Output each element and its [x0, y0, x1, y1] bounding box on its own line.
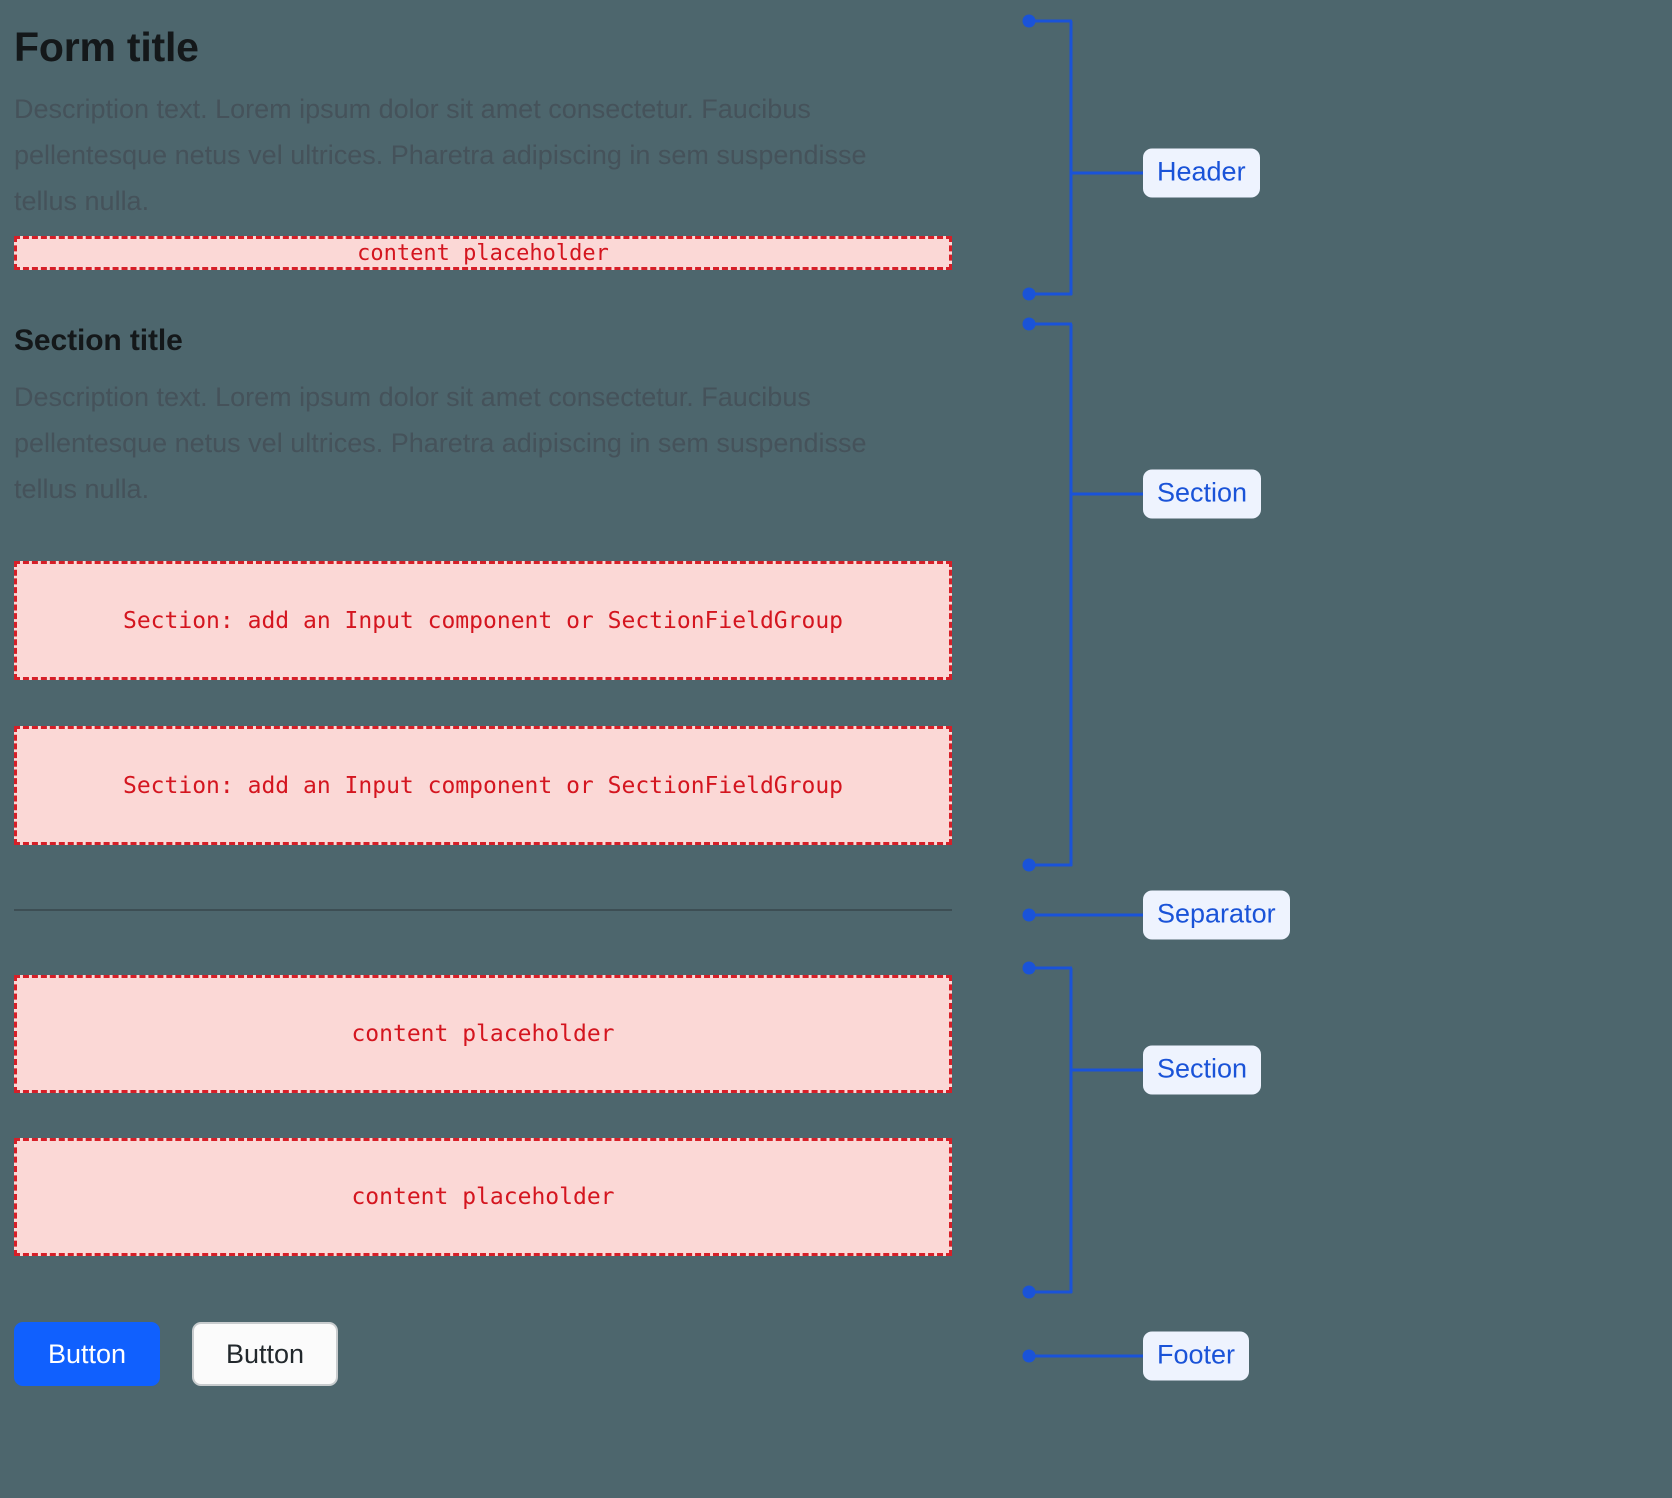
section-one-description: Description text. Lorem ipsum dolor sit …: [14, 382, 867, 504]
section-two-content-placeholder-1: content placeholder: [14, 975, 952, 1093]
form-header: Form title Description text. Lorem ipsum…: [14, 0, 952, 270]
annotation-chip-section-two: Section: [1143, 1045, 1262, 1095]
annotation-line-header-bottom: [1029, 292, 1072, 296]
section-one-field-placeholder-1: Section: add an Input component or Secti…: [14, 561, 952, 680]
form-description: Description text. Lorem ipsum dolor sit …: [14, 94, 867, 216]
annotation-leader-section-two: [1071, 1068, 1143, 1072]
annotation-bracket-section-two: [1069, 968, 1073, 1293]
annotation-leader-section-one: [1071, 492, 1143, 496]
annotation-line-section-two-bottom: [1029, 1290, 1072, 1294]
form-title: Form title: [14, 24, 199, 70]
annotation-bracket-header: [1069, 21, 1073, 295]
secondary-button[interactable]: Button: [192, 1322, 338, 1386]
form-section-two: content placeholder content placeholder: [14, 975, 952, 1256]
annotation-leader-separator: [1029, 913, 1143, 917]
annotation-line-section-one-top: [1029, 322, 1072, 326]
primary-button[interactable]: Button: [14, 1322, 160, 1386]
annotation-line-section-two-top: [1029, 966, 1072, 970]
form-separator: [14, 909, 952, 911]
annotation-line-header-top: [1029, 19, 1072, 23]
annotation-chip-header: Header: [1143, 148, 1260, 198]
annotation-leader-footer: [1029, 1354, 1143, 1358]
section-one-title: Section title: [14, 324, 183, 357]
annotation-chip-footer: Footer: [1143, 1331, 1250, 1381]
form-section-one: Section title Description text. Lorem ip…: [14, 322, 952, 845]
annotation-leader-header: [1071, 171, 1143, 175]
header-content-placeholder: content placeholder: [14, 236, 952, 270]
section-one-field-placeholder-2: Section: add an Input component or Secti…: [14, 726, 952, 845]
annotation-bracket-section-one: [1069, 324, 1073, 866]
form-container: Form title Description text. Lorem ipsum…: [14, 0, 952, 1386]
section-two-content-placeholder-2: content placeholder: [14, 1138, 952, 1256]
annotation-chip-section-one: Section: [1143, 469, 1262, 519]
annotation-line-section-one-bottom: [1029, 863, 1072, 867]
form-footer: Button Button: [14, 1322, 952, 1386]
annotation-chip-separator: Separator: [1143, 890, 1290, 940]
